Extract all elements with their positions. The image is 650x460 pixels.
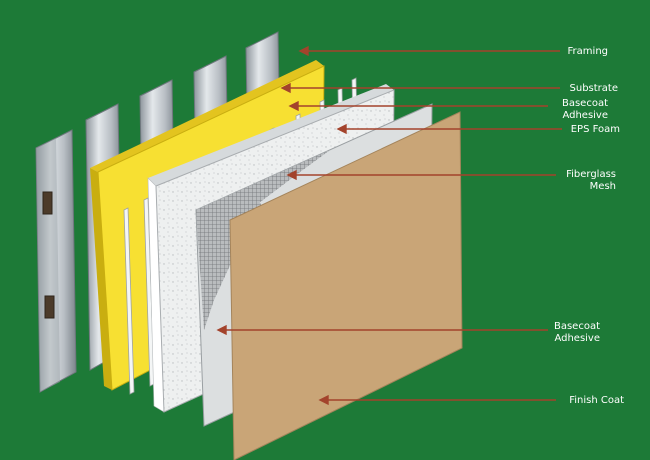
label-eps-foam: EPS Foam [570,124,620,135]
label-substrate: Substrate [569,83,618,94]
label-fiberglass-line2: Mesh [589,181,616,192]
leader-lines [216,45,562,406]
label-framing: Framing [567,46,608,57]
label-basecoat-bottom-line2: Adhesive [554,333,600,344]
label-basecoat-top-line2: Adhesive [562,110,608,121]
label-finish-coat: Finish Coat [569,395,624,406]
label-basecoat-bottom-line1: Basecoat [553,321,600,332]
stud-1 [35,129,77,393]
label-basecoat-top-line1: Basecoat [561,98,608,109]
label-fiberglass-line1: Fiberglass [566,169,616,180]
finish-coat-panel [229,111,463,460]
